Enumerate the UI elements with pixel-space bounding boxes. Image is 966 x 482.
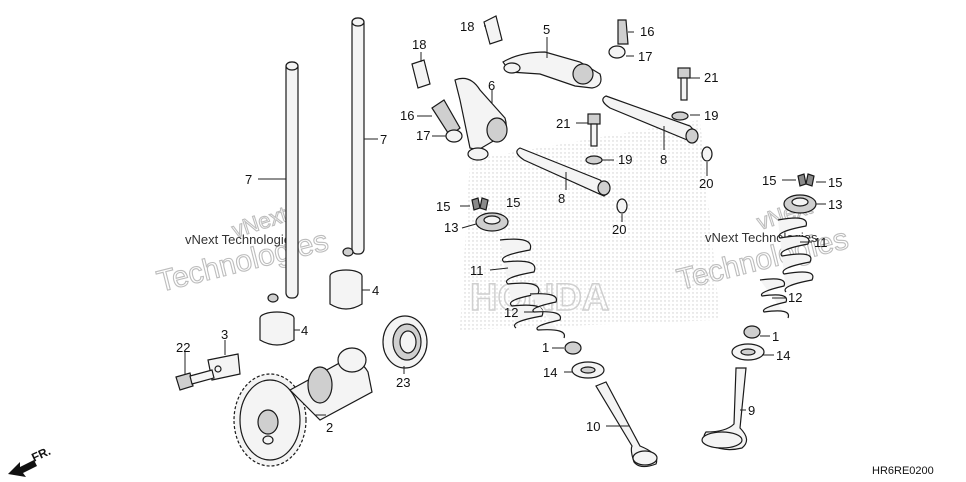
label-18-upper: 18 bbox=[460, 19, 474, 34]
front-arrow-icon bbox=[8, 460, 37, 477]
label-16-left: 16 bbox=[400, 108, 414, 123]
label-21-upper: 21 bbox=[704, 70, 718, 85]
cotter-left bbox=[471, 197, 489, 211]
label-12-right: 12 bbox=[788, 290, 802, 305]
label-6: 6 bbox=[488, 78, 495, 93]
label-1-right: 1 bbox=[772, 329, 779, 344]
diagram-code: HR6RE0200 bbox=[872, 465, 934, 477]
bearing bbox=[382, 315, 428, 369]
stem-seal-left bbox=[564, 341, 582, 355]
outer-spring-right bbox=[777, 217, 814, 293]
flange-bolt bbox=[175, 369, 215, 391]
lifter-upper bbox=[329, 269, 363, 310]
label-4-upper: 4 bbox=[372, 283, 379, 298]
label-2: 2 bbox=[326, 420, 333, 435]
label-4-lower: 4 bbox=[301, 323, 308, 338]
guide-plate-upper bbox=[483, 15, 503, 45]
lock-nut-right bbox=[608, 45, 626, 59]
label-17-left: 17 bbox=[416, 128, 430, 143]
label-10: 10 bbox=[586, 419, 600, 434]
label-1-left: 1 bbox=[542, 340, 549, 355]
leader-lines bbox=[184, 25, 826, 427]
label-15-left-a: 15 bbox=[436, 199, 450, 214]
label-13-right: 13 bbox=[828, 197, 842, 212]
retainer-left bbox=[475, 212, 509, 232]
label-14-right: 14 bbox=[776, 348, 790, 363]
label-21-lower: 21 bbox=[556, 116, 570, 131]
label-15-left-b: 15 bbox=[506, 195, 520, 210]
valve-exhaust bbox=[701, 367, 748, 451]
cotter-right bbox=[797, 173, 815, 187]
label-5: 5 bbox=[543, 22, 550, 37]
push-rod-left bbox=[267, 61, 299, 303]
watermark-text-left: vNext Technologies bbox=[185, 232, 298, 247]
label-20-upper: 20 bbox=[699, 176, 713, 191]
label-8-lower: 8 bbox=[558, 191, 565, 206]
washer-lower bbox=[585, 155, 603, 165]
camshaft-gear bbox=[233, 347, 373, 467]
retainer-right bbox=[783, 194, 817, 214]
o-ring-lower bbox=[616, 198, 628, 214]
label-3: 3 bbox=[221, 327, 228, 342]
label-18-lower: 18 bbox=[412, 37, 426, 52]
label-14-left: 14 bbox=[543, 365, 557, 380]
front-indicator: FR. bbox=[29, 444, 52, 465]
washer-upper bbox=[671, 111, 689, 121]
label-13-left: 13 bbox=[444, 220, 458, 235]
label-16-right: 16 bbox=[640, 24, 654, 39]
spring-seat-left bbox=[571, 361, 605, 379]
lifter-lower bbox=[259, 311, 295, 346]
rocker-arm-exhaust bbox=[502, 51, 602, 89]
lock-nut-left bbox=[445, 129, 463, 143]
rocker-shaft-upper bbox=[602, 95, 699, 144]
label-22: 22 bbox=[176, 340, 190, 355]
valve-intake bbox=[595, 381, 658, 468]
stem-seal-right bbox=[743, 325, 761, 339]
label-15-right-b: 15 bbox=[828, 175, 842, 190]
guide-plate-lower bbox=[411, 59, 431, 89]
label-20-lower: 20 bbox=[612, 222, 626, 237]
adjust-screw-right bbox=[617, 19, 629, 45]
label-19-lower: 19 bbox=[618, 152, 632, 167]
label-11-left: 11 bbox=[470, 263, 484, 278]
label-8-upper: 8 bbox=[660, 152, 667, 167]
rocker-shaft-lower bbox=[516, 147, 611, 197]
label-19-upper: 19 bbox=[704, 108, 718, 123]
label-23: 23 bbox=[396, 375, 410, 390]
label-11-right: 11 bbox=[814, 235, 828, 250]
inner-spring-left bbox=[529, 293, 566, 339]
label-12-left: 12 bbox=[504, 305, 518, 320]
label-9: 9 bbox=[748, 403, 755, 418]
shaft-bolt-lower bbox=[587, 113, 601, 147]
o-ring-upper bbox=[701, 146, 713, 162]
watermark-left: vNext Technologies bbox=[153, 201, 332, 299]
push-rod-right bbox=[342, 17, 365, 257]
rocker-arm-intake bbox=[454, 77, 508, 161]
adjust-screw-left bbox=[431, 99, 461, 137]
label-15-right-a: 15 bbox=[762, 173, 776, 188]
label-7-right: 7 bbox=[380, 132, 387, 147]
label-7-left: 7 bbox=[245, 172, 252, 187]
label-17-right: 17 bbox=[638, 49, 652, 64]
shaft-bolt-upper bbox=[677, 67, 691, 101]
spring-seat-right bbox=[731, 343, 765, 361]
